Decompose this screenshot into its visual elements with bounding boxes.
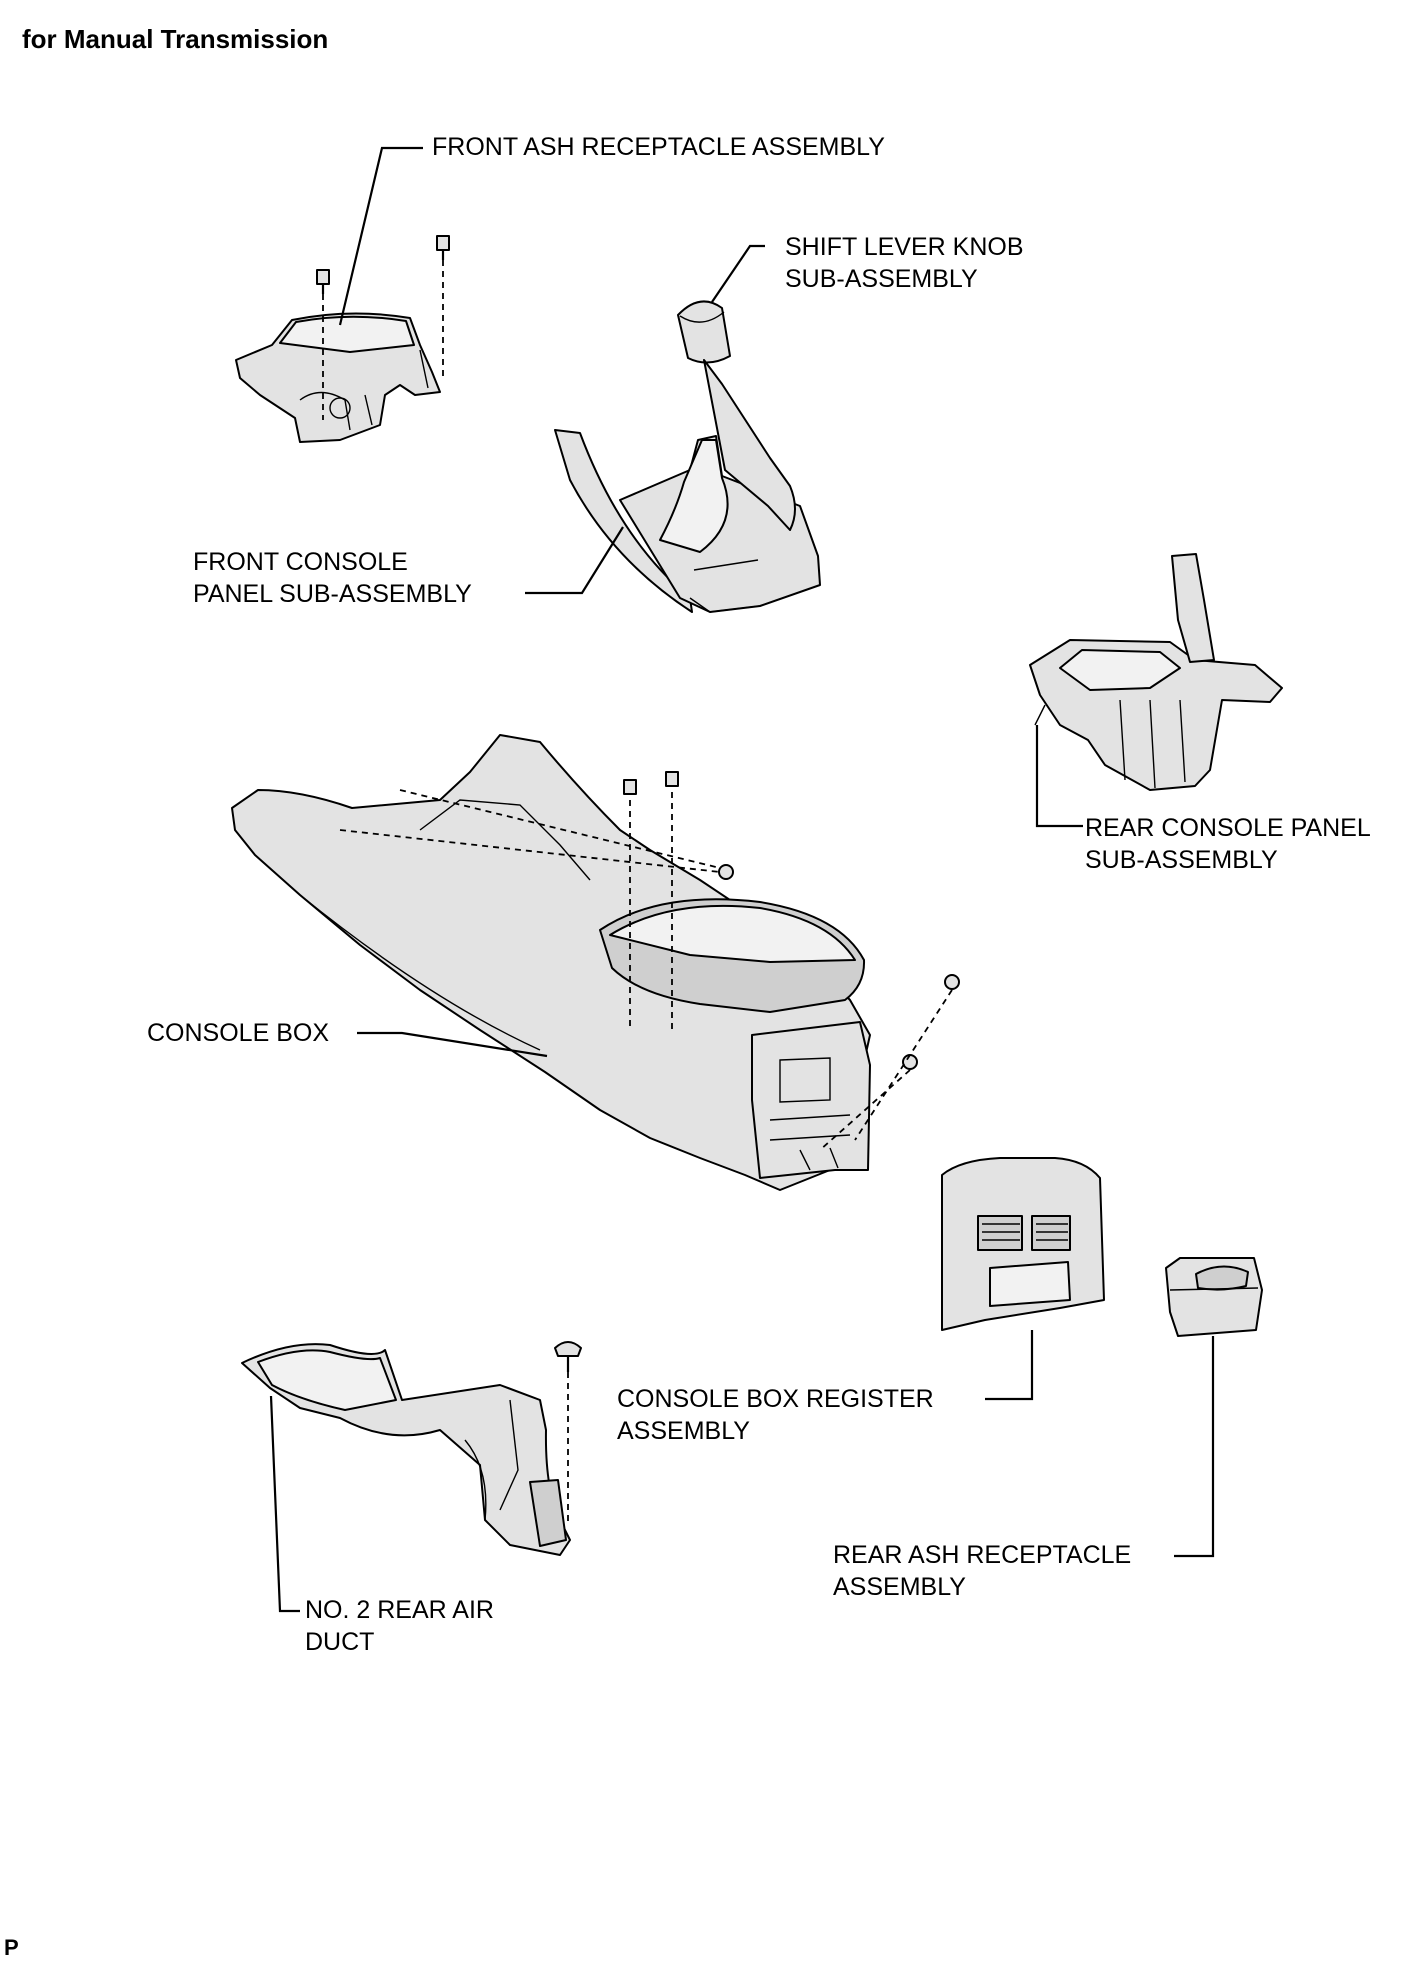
- rear-console-leader: [1035, 725, 1083, 828]
- front-console-panel-label: FRONT CONSOLE PANEL SUB-ASSEMBLY: [193, 548, 472, 608]
- shift-knob-leader: [711, 244, 765, 303]
- console-box-register-part: [941, 1157, 1105, 1331]
- rear-ash-receptacle-part: [1165, 1257, 1263, 1337]
- console-box-leader: [357, 1031, 548, 1058]
- console-box-part: [231, 734, 871, 1191]
- front-ash-receptacle-label: FRONT ASH RECEPTACLE ASSEMBLY: [432, 133, 885, 161]
- ash-screw-right: [436, 235, 450, 380]
- rear-console-panel-label: REAR CONSOLE PANEL SUB-ASSEMBLY: [1085, 814, 1371, 874]
- shift-lever-knob-label: SHIFT LEVER KNOB SUB-ASSEMBLY: [785, 233, 1024, 293]
- register-leader: [985, 1330, 1034, 1401]
- rear-air-duct-part: [241, 1343, 571, 1556]
- front-console-panel-part: [554, 359, 821, 613]
- ash-screw-left: [316, 269, 330, 420]
- rear-air-duct-label: NO. 2 REAR AIR DUCT: [305, 1596, 494, 1656]
- console-box-screws: [339, 771, 960, 1151]
- front-ash-receptacle-part: [235, 312, 441, 443]
- front-ash-leader: [338, 146, 423, 326]
- console-box-label: CONSOLE BOX: [147, 1019, 329, 1047]
- console-box-register-label: CONSOLE BOX REGISTER ASSEMBLY: [617, 1385, 934, 1445]
- footer-mark: P: [4, 1935, 19, 1960]
- air-duct-clip: [554, 1341, 582, 1525]
- rear-ash-leader: [1174, 1336, 1215, 1558]
- air-duct-leader: [269, 1395, 300, 1613]
- page-title: for Manual Transmission: [22, 24, 329, 54]
- front-console-leader: [525, 526, 624, 595]
- rear-console-panel-part: [1029, 553, 1283, 791]
- shift-knob-part: [677, 300, 731, 364]
- rear-ash-receptacle-label: REAR ASH RECEPTACLE ASSEMBLY: [833, 1541, 1132, 1601]
